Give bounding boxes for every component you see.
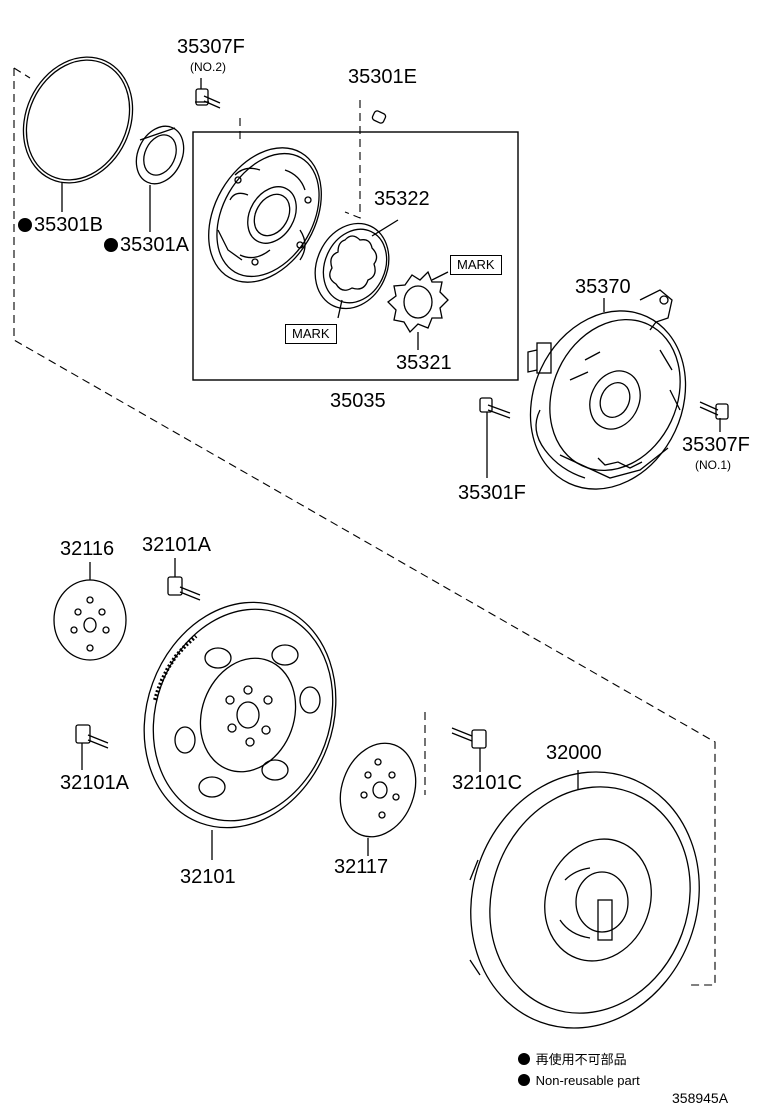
- label-35321: 35321: [396, 352, 452, 374]
- legend-japanese: 再使用不可部品: [518, 1052, 627, 1068]
- label-32000: 32000: [546, 742, 602, 764]
- label-35322: 35322: [374, 188, 430, 210]
- spacer-plate-32116: [53, 562, 127, 661]
- o-ring-35301B: [22, 56, 134, 212]
- mark-label-left: MARK: [285, 324, 337, 344]
- bolt-32101C: [451, 727, 487, 772]
- label-35301E: 35301E: [348, 66, 417, 88]
- torque-converter-32000: [469, 770, 700, 1029]
- label-32116: 32116: [60, 538, 115, 560]
- figure-id: 358945A: [672, 1090, 729, 1106]
- non-reusable-dot-icon: [518, 1053, 530, 1065]
- label-32101A-bottom: 32101A: [60, 772, 129, 794]
- spacer-plate-32117: [339, 742, 417, 856]
- label-35035: 35035: [330, 390, 386, 412]
- pump-cover-plate: [208, 147, 322, 283]
- label-32101A-top: 32101A: [142, 534, 211, 556]
- oil-seal-35301A: [135, 125, 185, 232]
- non-reusable-dot-icon: [518, 1074, 530, 1086]
- pin-35301E: [371, 110, 387, 124]
- label-35307F-right-note: (NO.1): [695, 458, 731, 472]
- label-35301A: 35301A: [104, 234, 189, 256]
- label-35301B: 35301B: [18, 214, 103, 236]
- non-reusable-dot-icon: [18, 218, 32, 232]
- non-reusable-dot-icon: [104, 238, 118, 252]
- oil-pump-body-35370: [527, 289, 687, 490]
- label-35307F-top: 35307F: [177, 36, 245, 58]
- driven-gear-35322: [314, 219, 399, 319]
- legend-english-text: Non-reusable part: [535, 1073, 640, 1088]
- bolt-35307F-top: [195, 78, 221, 109]
- label-35307F-top-note: (NO.2): [190, 60, 226, 74]
- label-32101C: 32101C: [452, 772, 523, 794]
- mark-label-right: MARK: [450, 255, 502, 275]
- assembly-dashed-outline: [13, 67, 716, 986]
- label-35301F: 35301F: [458, 482, 526, 504]
- label-35307F-right: 35307F: [682, 434, 750, 456]
- legend-japanese-text: 再使用不可部品: [535, 1052, 627, 1067]
- oil-pump-kit-box: [192, 131, 519, 381]
- label-35301A-text: 35301A: [120, 234, 189, 256]
- bolt-35307F-right: [699, 401, 729, 432]
- bolt-35301F: [479, 397, 511, 478]
- label-32117: 32117: [334, 856, 389, 878]
- bolt-32101A-top: [167, 558, 201, 601]
- drive-plate-32101: [143, 601, 337, 860]
- drive-gear-35321: [387, 270, 449, 350]
- label-35301B-text: 35301B: [34, 214, 103, 236]
- legend-english: Non-reusable part: [518, 1073, 640, 1089]
- label-32101: 32101: [180, 866, 236, 888]
- bolt-32101A-bottom: [75, 724, 109, 770]
- label-35370: 35370: [575, 276, 631, 298]
